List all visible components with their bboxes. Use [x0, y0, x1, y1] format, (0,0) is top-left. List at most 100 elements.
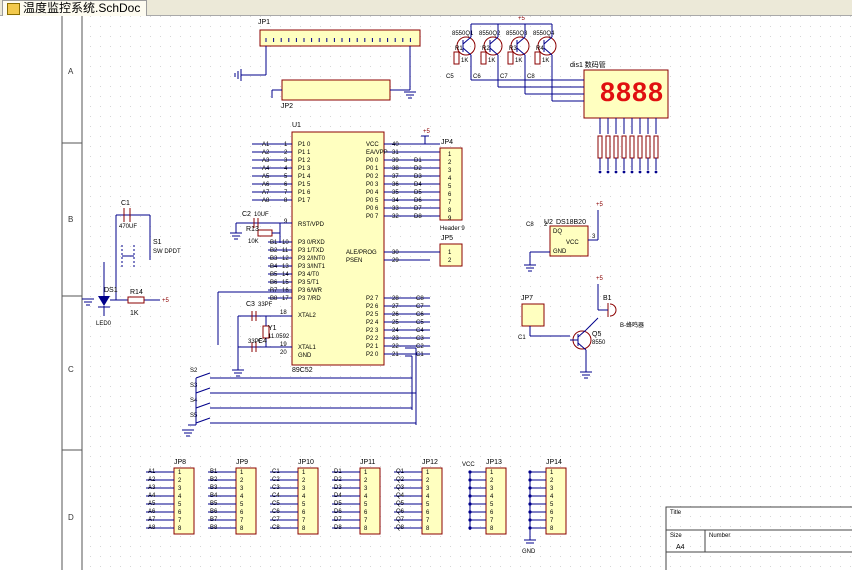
header-net-label: D8 [334, 525, 342, 531]
junction-dot [528, 478, 532, 482]
header-net-label: B6 [210, 509, 218, 515]
junction-dot [468, 494, 472, 498]
jp5-label: JP5 [441, 235, 453, 242]
header-pin-number: 8 [178, 526, 182, 532]
header-net-label: D3 [334, 485, 342, 491]
jp4-pin-number: 1 [448, 152, 452, 158]
u1-pin-number: 21 [392, 352, 399, 358]
u1-pin-number: 16 [282, 288, 289, 294]
r14-resistor[interactable]: R14 1K +5 [110, 289, 170, 317]
c4-capacitor[interactable]: 33PF C4 [238, 338, 292, 352]
header-net-label: Q2 [396, 477, 405, 483]
switch-contact [195, 372, 211, 379]
u2-value: DS18B20 [556, 219, 586, 226]
r13-resistor[interactable]: R13 10K [246, 223, 281, 245]
header-net-label: C5 [272, 501, 280, 507]
seven-segment-display[interactable]: 8888 dis1 数码管 [568, 60, 669, 119]
u1-pin-number: 33 [392, 206, 399, 212]
net-label: C7 [500, 74, 508, 80]
header-pin-number: 4 [490, 494, 494, 500]
header-pin-number: 7 [550, 518, 554, 524]
document-tab[interactable]: 温度监控系统.SchDoc [2, 0, 148, 16]
segment-resistors[interactable] [597, 118, 659, 174]
u1-net-label: C2 [416, 344, 424, 350]
junction-dot [528, 526, 532, 530]
transistor-collector [543, 36, 553, 45]
u1-pin-number: 24 [392, 328, 399, 334]
u1-net-label: D8 [414, 214, 422, 220]
header-pin-number: 8 [364, 526, 368, 532]
u1-pin-number: 11 [282, 248, 289, 254]
s1-switch[interactable]: S1 SW DPDT [103, 215, 181, 300]
u1-pin-number: 4 [284, 166, 288, 172]
u1-net-label: B7 [270, 288, 278, 294]
u1-net-label: B3 [270, 256, 278, 262]
p2-key-wiring [405, 347, 417, 425]
c2-label: C2 [242, 211, 251, 218]
header-pin-number: 4 [302, 494, 306, 500]
u2-temperature-sensor[interactable]: DQ VCC GND 2 3 U2 DS18B20 C8 +5 [526, 202, 604, 265]
jp4-pin-number: 7 [448, 200, 452, 206]
header-pin-number: 8 [302, 526, 306, 532]
transistor-emitter [543, 47, 553, 56]
ground-symbol-q5 [580, 371, 592, 379]
jp1-header[interactable]: JP1 [241, 19, 421, 90]
u1-pin-number: 20 [280, 350, 287, 356]
base-resistor-value: 1K [488, 58, 495, 64]
jp2-header[interactable]: JP2 [271, 79, 410, 110]
header-net-label: C2 [272, 477, 280, 483]
jp7-header[interactable]: JP7 C1 [518, 295, 570, 341]
u1-pin-name: P0 1 [366, 166, 379, 172]
u1-pin-number: 19 [280, 342, 287, 348]
zone-label-d: D [68, 513, 74, 522]
c2-capacitor[interactable]: C2 10UF [236, 211, 292, 228]
y1-label: Y1 [268, 325, 277, 332]
transistor-body [537, 36, 557, 56]
u1-pin-number: 35 [392, 190, 399, 196]
power-label-u2: +5 [596, 202, 604, 208]
title-block-size: A4 [676, 544, 685, 551]
base-resistor-value: 1K [515, 58, 522, 64]
switch-contact [195, 387, 211, 394]
u1-pin-name: P3 1/TXD [298, 248, 325, 254]
y1-crystal[interactable]: Y1 11.0592 [217, 291, 292, 347]
u1-pin-name: P0 6 [366, 206, 379, 212]
b1-buzzer[interactable]: B1 B-蜂鸣器 +5 [596, 276, 644, 329]
header-net-label: B5 [210, 501, 218, 507]
header-net-label: A3 [148, 485, 156, 491]
net-label: C6 [473, 74, 481, 80]
junction-dot [528, 510, 532, 514]
driver-transistors[interactable]: 8550Q1R11KC58550Q2R21KC68550Q3R31KC78550… [446, 16, 568, 102]
header-net-label: B2 [210, 477, 218, 483]
header-pin-number: 8 [490, 526, 494, 532]
switch-label: S3 [190, 383, 198, 389]
base-resistor-label: R2 [482, 46, 490, 52]
u1-pin-name: P1 2 [298, 158, 311, 164]
q5-transistor[interactable]: Q5 8550 [570, 317, 606, 372]
header-body [297, 467, 319, 535]
segment-resistor [629, 135, 635, 159]
c1-capacitor[interactable]: C1 470UF [116, 200, 150, 230]
u1-pin-number: 3 [284, 158, 288, 164]
c3-capacitor[interactable]: C3 33PF [238, 301, 292, 321]
switch-label: S2 [190, 368, 198, 374]
header-net-label: D6 [334, 509, 342, 515]
header-pin-number: 8 [550, 526, 554, 532]
jp5-header[interactable]: 1 2 JP5 [405, 235, 463, 267]
ds1-led[interactable]: DS1 LED0 [96, 287, 118, 327]
header-net-label: C6 [272, 509, 280, 515]
header-net-label: A2 [148, 477, 156, 483]
